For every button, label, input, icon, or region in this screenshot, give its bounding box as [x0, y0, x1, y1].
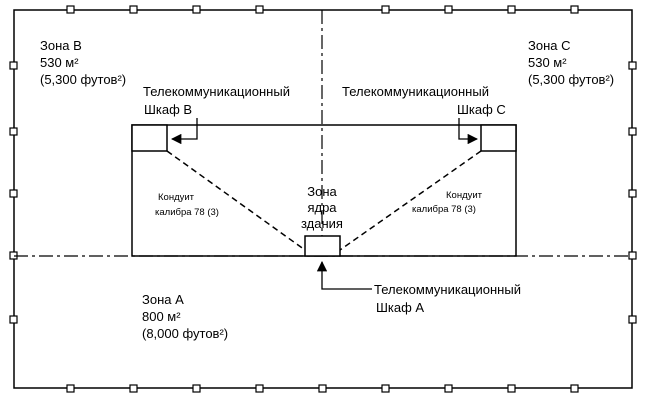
- zone-b-area-ft: (5,300 футов²): [40, 72, 126, 87]
- conduit-right-label-line2: калибра 78 (3): [412, 204, 476, 215]
- zone-b-name: Зона B: [40, 38, 82, 53]
- closet-b-box: [131, 124, 168, 152]
- zone-c-area: 530 м²: [528, 55, 567, 70]
- closet-a-label-line1: Телекоммуникационный: [374, 282, 521, 297]
- zone-b-area: 530 м²: [40, 55, 79, 70]
- column-marks: [9, 5, 637, 393]
- closet-c-box: [480, 124, 517, 152]
- conduit-left-label-line1: Кондуит: [158, 192, 195, 203]
- zone-c-area-ft: (5,300 футов²): [528, 72, 614, 87]
- closet-b-label-line2: Шкаф B: [144, 102, 192, 117]
- core-label-line1: Зона: [307, 184, 337, 199]
- closet-a-label-line2: Шкаф A: [376, 300, 424, 315]
- closet-b-leader: [170, 118, 198, 145]
- zone-a-area: 800 м²: [142, 309, 181, 324]
- zone-c-name: Зона C: [528, 38, 571, 53]
- closet-c-leader: [458, 118, 479, 145]
- closet-b-label-line1: Телекоммуникационный: [143, 84, 290, 99]
- closet-a-leader: [316, 260, 372, 290]
- closet-c-label-line1: Телекоммуникационный: [342, 84, 489, 99]
- conduit-right-line: [339, 150, 482, 251]
- core-label-line2: ядра: [307, 200, 337, 215]
- zone-a-area-ft: (8,000 футов²): [142, 326, 228, 341]
- conduit-right-label-line1: Кондуит: [446, 190, 483, 201]
- conduit-left-label-line2: калибра 78 (3): [155, 207, 219, 218]
- conduit-left-line: [166, 150, 306, 251]
- closet-c-label-line2: Шкаф C: [457, 102, 506, 117]
- core-label-line3: здания: [301, 216, 343, 231]
- zone-a-name: Зона A: [142, 292, 184, 307]
- closet-a-box: [304, 235, 341, 257]
